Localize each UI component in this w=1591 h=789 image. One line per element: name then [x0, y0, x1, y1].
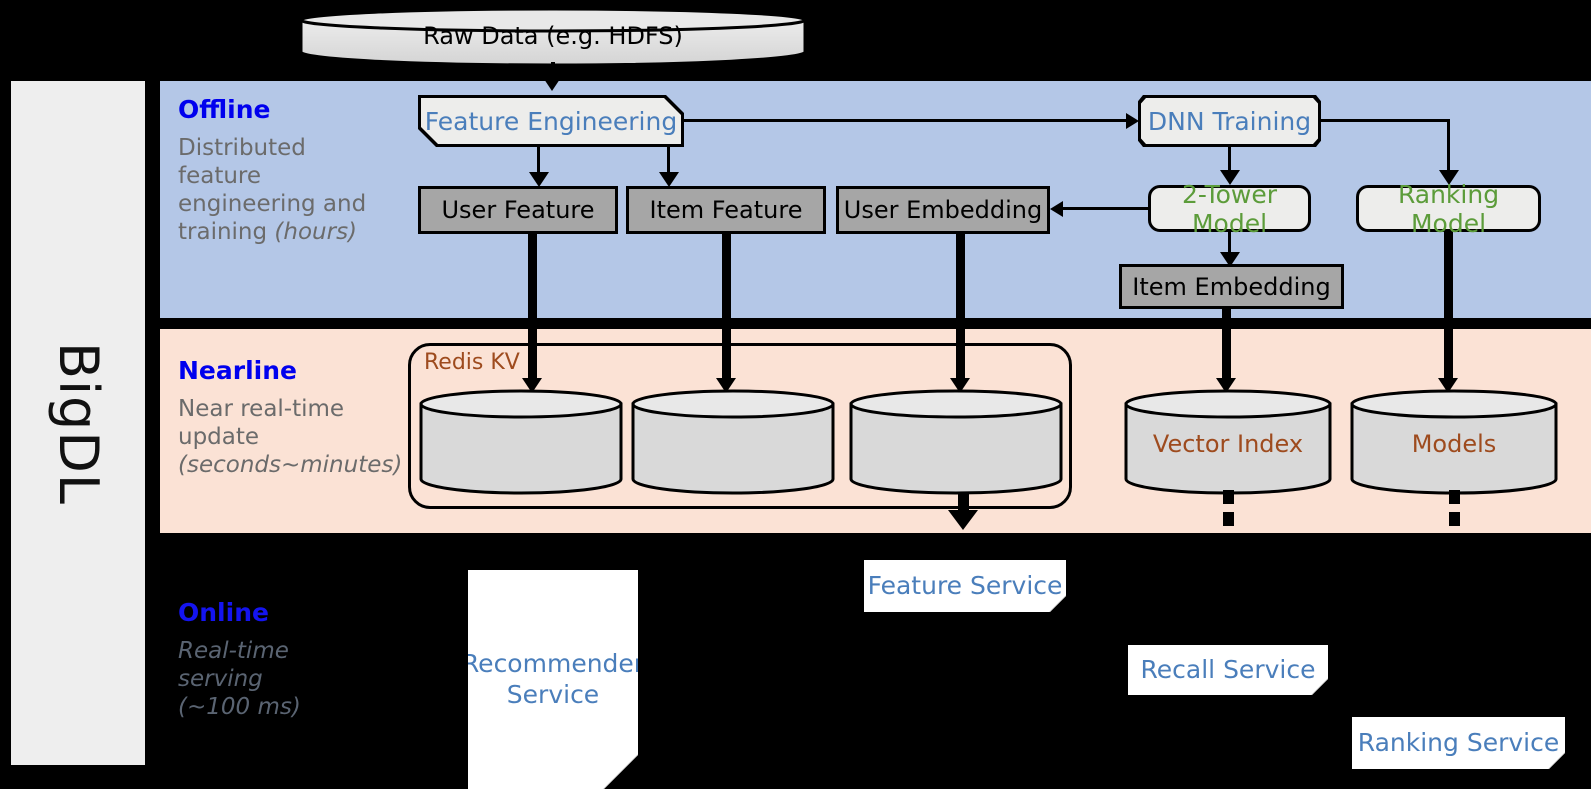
node-2-tower-model[interactable]: 2-Tower Model: [1148, 180, 1311, 238]
pipe-itemfeature-to-store: [722, 234, 731, 384]
connector-2tower-to-itemembedding: [1228, 232, 1231, 258]
arrowhead-rankingmodel-to-models: [1438, 378, 1458, 393]
pipe-rankingmodel-to-models: [1444, 232, 1453, 384]
nearline-desc-italic: (seconds~minutes): [178, 452, 403, 479]
arrowhead-store-to-featureservice: [948, 510, 978, 530]
online-desc-italic: (~100 ms): [178, 694, 301, 721]
recommender-service-label-l1: Recommender: [461, 649, 645, 678]
store-user-feature-cylinder[interactable]: [418, 388, 624, 495]
store-user-embedding-cylinder[interactable]: [848, 388, 1064, 495]
node-user-embedding[interactable]: User Embedding: [836, 186, 1050, 234]
recall-service-label: Recall Service: [1140, 654, 1316, 684]
node-recall-service[interactable]: Recall Service: [1128, 645, 1328, 695]
online-title: Online: [178, 598, 269, 627]
connector-fe-to-itemfeature: [667, 147, 670, 175]
node-ranking-model[interactable]: Ranking Model: [1356, 180, 1541, 238]
dashed-vectorindex-seg2: [1223, 512, 1234, 526]
dnn-training-label: DNN Training: [1147, 106, 1312, 136]
user-embedding-label: User Embedding: [843, 196, 1043, 224]
models-cylinder[interactable]: Models: [1349, 388, 1559, 495]
ranking-model-label: Ranking Model: [1397, 179, 1500, 238]
pipe-store-to-featureservice: [958, 494, 969, 512]
connector-dnn-to-2tower: [1228, 147, 1231, 173]
arrowhead-dnn-to-2tower: [1220, 170, 1240, 185]
offline-desc-l2: feature: [178, 163, 262, 190]
raw-data-cylinder: Raw Data (e.g. HDFS): [298, 6, 808, 66]
item-embedding-label: Item Embedding: [1132, 272, 1331, 301]
2-tower-model-label: 2-Tower Model: [1181, 179, 1278, 238]
online-desc-l1: Real-time: [178, 638, 289, 664]
nearline-description: Near real-time update (seconds~minutes): [178, 395, 413, 479]
item-feature-label: Item Feature: [649, 196, 803, 224]
pipe-itemembedding-to-vectorindex: [1222, 309, 1231, 384]
node-dnn-training[interactable]: DNN Training: [1138, 95, 1321, 147]
node-feature-service[interactable]: Feature Service: [864, 560, 1066, 612]
online-desc-l2: serving: [178, 666, 263, 693]
vector-index-shape: [1124, 389, 1332, 495]
models-shape: [1350, 389, 1558, 495]
nearline-desc-l1: Near real-time: [178, 396, 345, 422]
arrowhead-itemembedding-to-vectorindex: [1216, 378, 1236, 393]
feature-engineering-label: Feature Engineering: [424, 106, 678, 136]
bigdl-framework-rail: BigDL: [8, 78, 148, 768]
models-label: Models: [1411, 430, 1497, 458]
dashed-models-seg1: [1449, 490, 1460, 504]
arrowhead-fe-to-userfeature: [529, 172, 549, 187]
nearline-band-text: Nearline Near real-time update (seconds~…: [178, 356, 413, 479]
user-feature-label: User Feature: [441, 196, 595, 224]
offline-desc-italic: (hours): [274, 219, 358, 246]
arrowhead-rawdata-to-fe: [542, 76, 562, 91]
vector-index-cylinder[interactable]: Vector Index: [1123, 388, 1333, 495]
connector-fe-to-userfeature: [537, 147, 540, 175]
store-item-feature-cylinder[interactable]: [630, 388, 836, 495]
pipe-userembedding-to-store: [956, 234, 965, 384]
vector-index-label: Vector Index: [1152, 430, 1304, 458]
online-description: Real-time serving (~100 ms): [178, 637, 413, 721]
node-ranking-service[interactable]: Ranking Service: [1352, 717, 1565, 769]
bigdl-label: BigDL: [46, 341, 110, 505]
nearline-title: Nearline: [178, 356, 297, 385]
arrowhead-fe-to-itemfeature: [659, 172, 679, 187]
node-feature-engineering[interactable]: Feature Engineering: [418, 95, 684, 147]
arrowhead-dnn-to-ranking: [1439, 170, 1459, 185]
online-band-text: Online Real-time serving (~100 ms): [178, 598, 413, 721]
arrowhead-2tower-to-itemembedding: [1220, 252, 1240, 267]
connector-dnn-to-ranking-v: [1447, 119, 1450, 173]
offline-desc-l1: Distributed: [178, 135, 306, 161]
store-item-feature-shape: [631, 389, 835, 495]
store-user-feature-shape: [419, 389, 623, 495]
connector-rawdata-to-fe: [551, 62, 555, 80]
dashed-vectorindex-seg1: [1223, 490, 1234, 504]
offline-title: Offline: [178, 95, 271, 124]
redis-kv-container: [408, 343, 1072, 509]
store-user-embedding-shape: [849, 389, 1063, 495]
dashed-models-seg2: [1449, 512, 1460, 526]
connector-2tower-to-userembedding: [1063, 207, 1151, 210]
redis-kv-label: Redis KV: [424, 350, 520, 375]
nearline-desc-l2: update: [178, 424, 260, 451]
feature-service-label: Feature Service: [867, 570, 1063, 600]
pipe-userfeature-to-store: [528, 234, 537, 384]
offline-desc-l4: training: [178, 219, 275, 246]
offline-band-text: Offline Distributed feature engineering …: [178, 95, 393, 246]
node-recommender-service[interactable]: Recommender Service: [468, 570, 638, 789]
raw-data-label: Raw Data (e.g. HDFS): [423, 22, 683, 50]
arrowhead-userfeature-to-store: [522, 378, 542, 393]
offline-desc-l3: engineering and: [178, 191, 367, 218]
connector-dnn-to-ranking-h: [1321, 119, 1450, 122]
arrowhead-itemfeature-to-store: [716, 378, 736, 393]
offline-description: Distributed feature engineering and trai…: [178, 134, 393, 246]
node-item-embedding[interactable]: Item Embedding: [1119, 264, 1344, 309]
raw-data-cylinder-shape: [299, 7, 807, 66]
recommender-service-label-l2: Service: [506, 679, 600, 709]
arrowhead-fe-to-dnn: [1126, 113, 1139, 129]
arrowhead-userembedding-to-store: [950, 378, 970, 393]
connector-fe-to-dnn: [684, 119, 1127, 122]
node-user-feature[interactable]: User Feature: [418, 186, 618, 234]
arrowhead-2tower-to-userembedding: [1050, 201, 1063, 217]
ranking-service-label: Ranking Service: [1357, 727, 1560, 757]
node-item-feature[interactable]: Item Feature: [626, 186, 826, 234]
